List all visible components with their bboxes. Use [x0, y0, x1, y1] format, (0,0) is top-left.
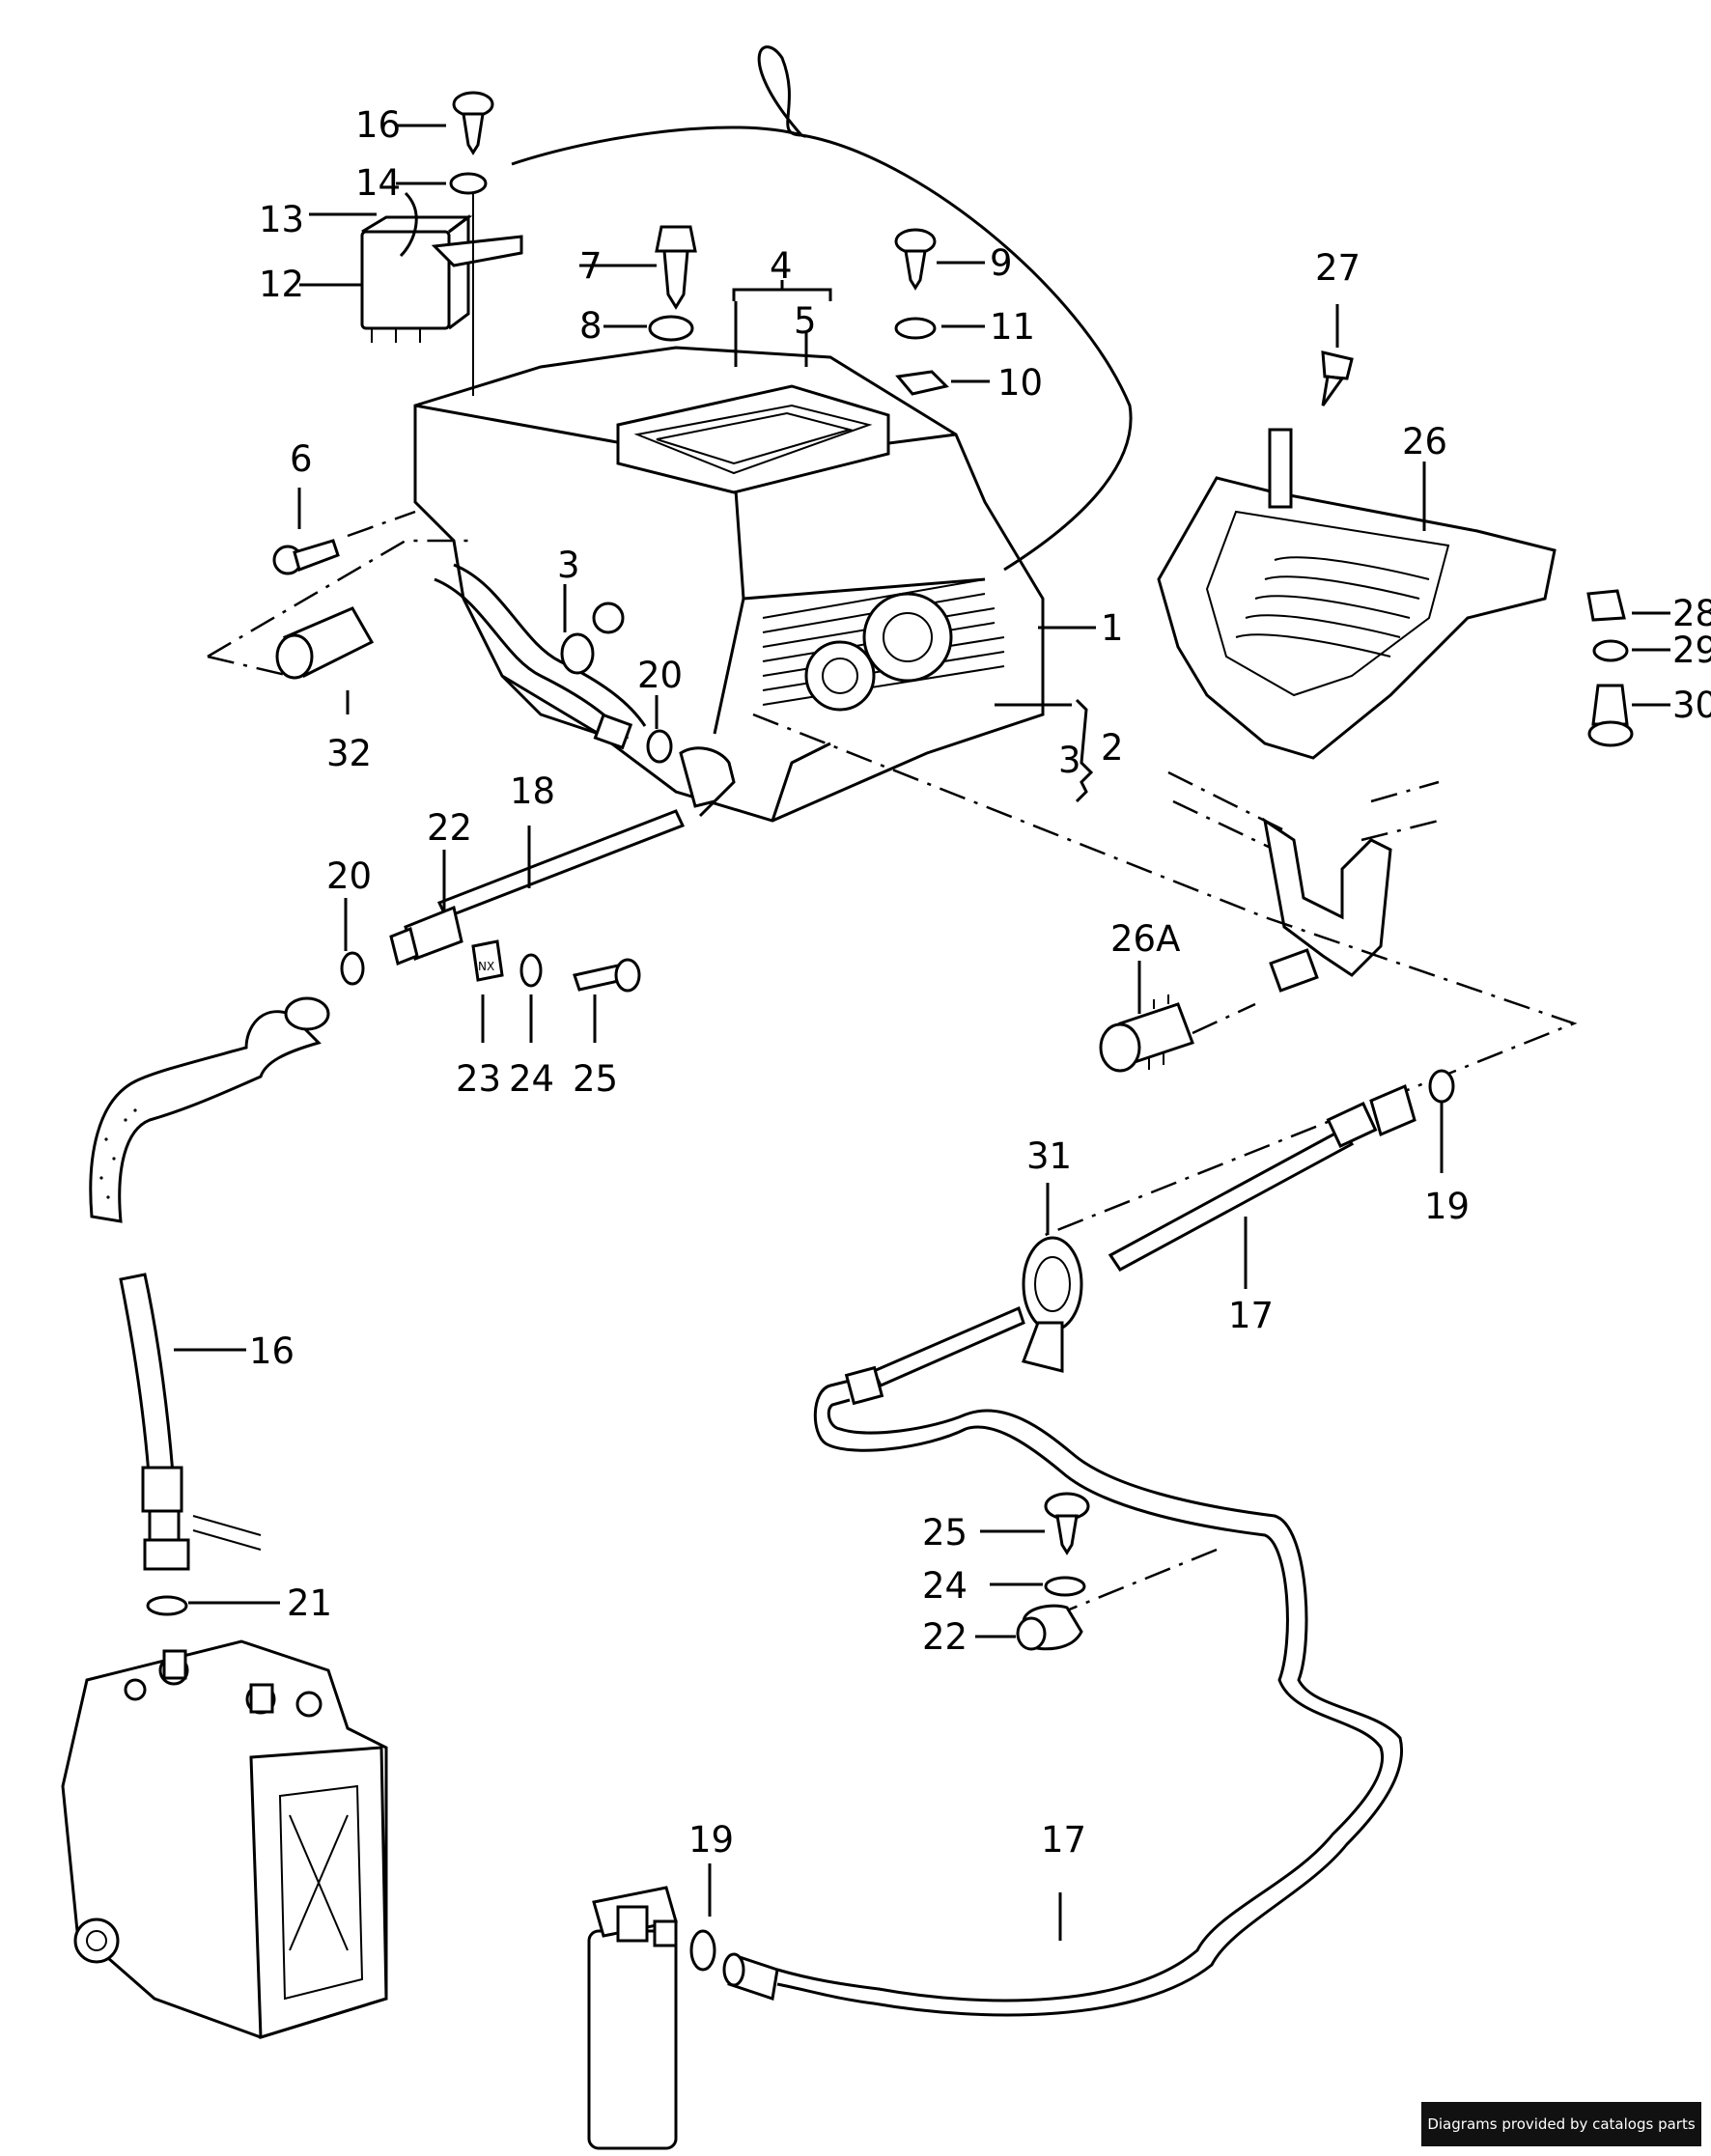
callout-25-top: 25: [573, 1058, 618, 1100]
callout-7: 7: [579, 245, 603, 287]
bolt-7: [655, 225, 697, 310]
callout-8: 8: [579, 305, 603, 347]
screw-15: [452, 91, 494, 155]
o-ring-3-upper: [560, 632, 595, 675]
hose-16: [89, 1010, 322, 1223]
o-ring-20-mid: [340, 951, 365, 986]
clip-9: [895, 370, 949, 396]
callout-15: 16: [355, 104, 401, 146]
hose-16-lower-fitting: [141, 1466, 190, 1571]
callout-26A: 26A: [1110, 918, 1180, 960]
callout-22-top: 22: [427, 807, 472, 849]
callout-27: 27: [1315, 247, 1360, 289]
callout-11: 11: [990, 306, 1035, 348]
clamp-22-lower: [1016, 1604, 1083, 1651]
callout-18: 18: [510, 770, 555, 812]
callout-21: 21: [287, 1582, 332, 1624]
callout-2: 2: [1101, 727, 1124, 769]
pipe-18: [436, 809, 686, 919]
washer-24-lower: [1044, 1576, 1086, 1597]
callout-labels: 16 14 13 12 7 4 8 5 9 11 10 6 3 1 2 3 20…: [249, 104, 1711, 1861]
o-ring-19-lower: [689, 1929, 716, 1972]
screw-25-upper: [573, 958, 641, 993]
callout-17-lower: 17: [1041, 1819, 1086, 1861]
hose-16-texture: [99, 1108, 137, 1199]
washer-11: [894, 317, 937, 340]
fitting-upper: [593, 713, 633, 750]
fitting-22-upper: [389, 905, 463, 966]
callout-19-lower: 19: [688, 1819, 734, 1861]
screw-6: [272, 539, 340, 575]
grommet-26A: [1099, 994, 1194, 1073]
svg-text:NX: NX: [478, 960, 494, 973]
callout-24-top: 24: [509, 1058, 554, 1100]
callout-31: 31: [1026, 1135, 1072, 1177]
washer-24-upper: [519, 953, 543, 988]
callout-24-lower: 24: [922, 1565, 968, 1607]
receiver-drier: [587, 1886, 678, 2150]
callout-16: 16: [249, 1330, 295, 1372]
callout-23: 23: [456, 1058, 501, 1100]
screw-10: [894, 228, 937, 291]
callout-22-lower: 22: [922, 1616, 968, 1658]
pipe-17-lower: [776, 1379, 1385, 2002]
washer-14: [449, 172, 488, 195]
callout-3-top: 3: [557, 545, 580, 586]
o-ring-21: [146, 1595, 188, 1616]
clip-23: NX: [471, 939, 504, 982]
relay-bracket: [399, 191, 523, 267]
drain-hose: [511, 45, 1133, 572]
union-nut: [679, 746, 736, 818]
compressor: [61, 1639, 388, 2040]
mounting-bracket: [1167, 770, 1440, 993]
cover-panel-26: [1157, 428, 1557, 760]
callout-4: 4: [770, 245, 793, 287]
callout-20-mid: 20: [326, 855, 372, 897]
o-ring-20-upper: [646, 729, 673, 764]
grommet-31: [1022, 1236, 1083, 1373]
washer-29: [1592, 639, 1629, 662]
callout-9: 10: [997, 362, 1043, 404]
hose-17-upper-fitting: [1326, 1083, 1416, 1149]
screw-25-lower: [1044, 1492, 1090, 1555]
callout-10: 9: [990, 242, 1013, 284]
callout-30: 30: [1672, 685, 1711, 726]
callout-14: 14: [355, 162, 401, 204]
callout-17-upper: 17: [1228, 1295, 1274, 1336]
leader-lines: [174, 124, 1670, 1941]
pressure-switch-32: [275, 606, 375, 680]
fitting-17-lower: [722, 1952, 779, 2001]
nut-28: [1586, 589, 1626, 622]
callout-26: 26: [1402, 421, 1447, 462]
evaporator-housing: [413, 346, 1045, 823]
callout-28: 28: [1672, 593, 1711, 634]
callout-20-top: 20: [637, 655, 683, 696]
callout-19-upper: 19: [1424, 1186, 1470, 1227]
relay: [360, 214, 473, 343]
callout-6: 6: [290, 438, 313, 480]
callout-1: 1: [1101, 607, 1124, 649]
callout-13: 13: [259, 199, 304, 240]
callout-12: 12: [259, 264, 304, 305]
callout-29: 29: [1672, 630, 1711, 671]
screw-30: [1587, 684, 1634, 747]
o-ring-19-upper: [1428, 1069, 1455, 1104]
washer-8: [648, 315, 694, 342]
screw-27: [1321, 350, 1354, 406]
callout-3-right: 3: [1058, 740, 1081, 781]
callout-5: 5: [794, 300, 817, 342]
hose-17-upper: [1108, 1128, 1355, 1272]
callout-32: 32: [326, 733, 372, 774]
callout-25-lower: 25: [922, 1512, 968, 1554]
credit-badge: Diagrams provided by catalogs parts: [1421, 2102, 1701, 2146]
